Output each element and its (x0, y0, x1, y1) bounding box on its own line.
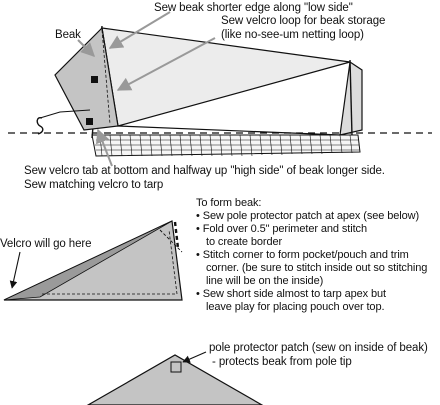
tarp-illustration (8, 25, 432, 157)
apex-triangle (86, 354, 264, 405)
beak-instructions: To form beak: • Sew pole protector patch… (196, 197, 427, 314)
label-velcro-loop-1: Sew velcro loop for beak storage (221, 15, 386, 27)
flat-beak-pattern (3, 220, 183, 301)
corner-fold-line-2 (173, 221, 180, 249)
beak-stitch-line (101, 29, 111, 125)
arrow-shorter-edge (108, 11, 171, 49)
label-pole-patch-2: - protects beak from pole tip (212, 356, 352, 368)
arrow-velcro-loop (116, 37, 216, 91)
label-velcro-here: Velcro will go here (0, 238, 92, 250)
label-velcro-tab-2: Sew matching velcro to tarp (24, 179, 164, 191)
instruction-line: • Sew short side almost to tarp apex but (196, 288, 387, 300)
tarp-surface (101, 27, 351, 127)
label-sew-shorter-edge: Sew beak shorter edge along "low side" (154, 2, 353, 14)
label-pole-patch-1: pole protector patch (sew on inside of b… (209, 342, 428, 354)
guy-hook (36, 116, 44, 135)
tarp-base-edge (117, 125, 341, 136)
label-beak: Beak (55, 29, 81, 41)
instruction-line: leave play for placing pouch over top. (206, 301, 385, 313)
tarp-pole-far (349, 59, 353, 137)
arrow-velcro-here (9, 251, 21, 289)
instruction-line: to create border (206, 236, 283, 248)
instructions-title: To form beak: (196, 197, 262, 209)
instruction-line: • Stitch corner to form pocket/pouch and… (196, 249, 409, 261)
velcro-tab-upper (91, 76, 98, 83)
arrow-velcro-tab (96, 128, 113, 167)
apex-view (86, 354, 264, 405)
label-velcro-loop-2: (like no-see-um netting loop) (221, 29, 364, 41)
corner-fold-line (159, 229, 183, 253)
pole-protector-patch (170, 361, 182, 373)
netting-skirt (91, 134, 361, 157)
beak (54, 26, 119, 131)
guy-line (39, 109, 91, 119)
instruction-line: line will be on the inside) (206, 275, 324, 287)
instruction-line: • Sew pole protector patch at apex (see … (196, 210, 420, 222)
instruction-line: • Fold over 0.5" perimeter and stitch (196, 223, 367, 235)
arrow-pole-patch (182, 351, 207, 363)
arrow-beak (77, 39, 95, 57)
label-velcro-tab-1: Sew velcro tab at bottom and halfway up … (24, 165, 385, 177)
instruction-line: corner. (be sure to stitch inside out so… (206, 262, 428, 274)
beak-pattern-stitching (42, 229, 178, 295)
beak-pattern-pocket (3, 220, 173, 301)
velcro-tab-lower (86, 118, 93, 125)
